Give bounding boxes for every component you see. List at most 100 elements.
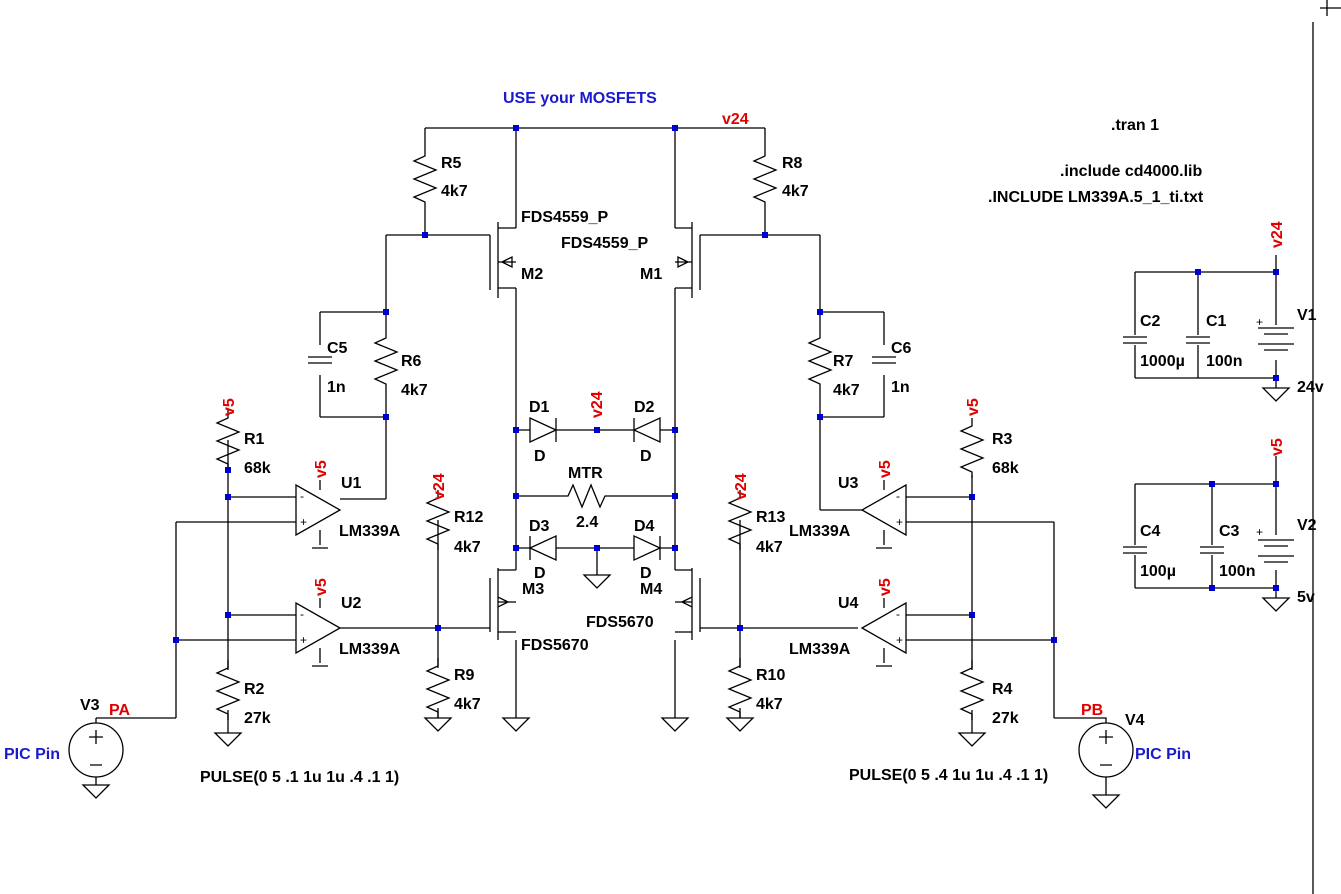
svg-text:-: -: [300, 607, 304, 621]
r5-name: R5: [441, 155, 462, 172]
r13-name: R13: [756, 509, 785, 526]
r8-value: 4k7: [782, 183, 809, 200]
r3-value: 68k: [992, 460, 1019, 477]
pic-pin-label-left: PIC Pin: [4, 746, 60, 763]
d3-name: D3: [529, 518, 550, 535]
c5-name: C5: [327, 340, 348, 357]
d1-name: D1: [529, 399, 550, 416]
d4-name: D4: [634, 518, 655, 535]
net-label-pa: PA: [109, 702, 130, 719]
r6-value: 4k7: [401, 382, 428, 399]
m3-model: FDS5670: [521, 637, 589, 654]
net-label-v24: v24: [1269, 221, 1286, 248]
v4-name: V4: [1125, 712, 1145, 729]
r7-name: R7: [833, 353, 854, 370]
svg-text:-: -: [896, 489, 900, 503]
r12-value: 4k7: [454, 539, 481, 556]
mtr-value: 2.4: [576, 514, 598, 531]
mtr-name: MTR: [568, 465, 603, 482]
c3-name: C3: [1219, 523, 1240, 540]
u1-model: LM339A: [339, 523, 401, 540]
v4-symbol: [1078, 717, 1134, 795]
c2-symbol: [1122, 336, 1148, 344]
r6-symbol: [374, 329, 398, 391]
u2-symbol: [295, 598, 342, 667]
r7-value: 4k7: [833, 382, 860, 399]
svg-text:-: -: [896, 607, 900, 621]
v1-plus-sign: +: [1256, 315, 1263, 329]
u4-name: U4: [838, 595, 859, 612]
svg-text:+: +: [300, 515, 307, 529]
net-label-v24: v24: [733, 473, 750, 500]
ground-icon: [214, 732, 242, 747]
u2-model: LM339A: [339, 641, 401, 658]
comment-text: USE your MOSFETS: [503, 90, 657, 107]
net-label-v5: v5: [313, 460, 330, 478]
net-label-v5: v5: [877, 460, 894, 478]
u4-model: LM339A: [789, 641, 851, 658]
c1-name: C1: [1206, 313, 1227, 330]
r12-name: R12: [454, 509, 483, 526]
r9-name: R9: [454, 667, 475, 684]
canvas-crosshair: [1312, 0, 1341, 894]
c6-value: 1n: [891, 379, 910, 396]
d2-name: D2: [634, 399, 655, 416]
net-label-v5: v5: [965, 398, 982, 416]
ground-icon: [726, 717, 754, 732]
c5-value: 1n: [327, 379, 346, 396]
c2-value: 1000µ: [1140, 353, 1185, 370]
r8-symbol: [753, 147, 777, 209]
include-directive-1: .include cd4000.lib: [1060, 163, 1203, 180]
svg-text:+: +: [300, 633, 307, 647]
ground-icon: [1262, 597, 1290, 612]
ground-icon: [583, 574, 611, 589]
wires: [125, 127, 1277, 733]
m4-model: FDS5670: [586, 614, 654, 631]
r9-value: 4k7: [454, 696, 481, 713]
m2-symbol: [489, 222, 516, 298]
junction-dots: [173, 125, 1279, 643]
c1-symbol: [1185, 336, 1211, 344]
svg-text:+: +: [896, 515, 903, 529]
ground-icon: [424, 717, 452, 732]
v1-value: 24v: [1297, 379, 1324, 396]
c4-name: C4: [1140, 523, 1161, 540]
r5-value: 4k7: [441, 183, 468, 200]
d4-model: D: [640, 565, 652, 582]
r3-symbol: [960, 417, 984, 479]
ground-icon: [661, 717, 689, 732]
ground-icon: [958, 732, 986, 747]
net-label-v5: v5: [313, 578, 330, 596]
v1-name: V1: [1297, 307, 1317, 324]
u1-name: U1: [341, 475, 362, 492]
v2-symbol: [1257, 539, 1295, 563]
m3-symbol: [489, 568, 516, 640]
m1-name: M1: [640, 266, 662, 283]
net-label-v24: v24: [722, 111, 749, 128]
u3-model: LM339A: [789, 523, 851, 540]
r10-value: 4k7: [756, 696, 783, 713]
v3-value: PULSE(0 5 .1 1u 1u .4 .1 1): [200, 769, 399, 786]
r4-name: R4: [992, 681, 1013, 698]
svg-text:+: +: [896, 633, 903, 647]
r13-value: 4k7: [756, 539, 783, 556]
mtr-symbol: [560, 483, 612, 509]
c1-value: 100n: [1206, 353, 1242, 370]
d3-symbol: [528, 534, 557, 562]
m3-name: M3: [522, 581, 544, 598]
v1-symbol: [1257, 327, 1295, 351]
c2-name: C2: [1140, 313, 1161, 330]
r1-name: R1: [244, 431, 265, 448]
c5-symbol: [307, 356, 333, 364]
c4-value: 100µ: [1140, 563, 1176, 580]
r5-symbol: [413, 147, 437, 209]
ground-icon: [82, 784, 110, 799]
svg-text:-: -: [300, 489, 304, 503]
d2-symbol: [632, 416, 661, 444]
v3-symbol: [68, 717, 125, 785]
d4-symbol: [633, 534, 662, 562]
u1-symbol: [295, 480, 342, 549]
net-label-pb: PB: [1081, 702, 1103, 719]
r1-value: 68k: [244, 460, 271, 477]
